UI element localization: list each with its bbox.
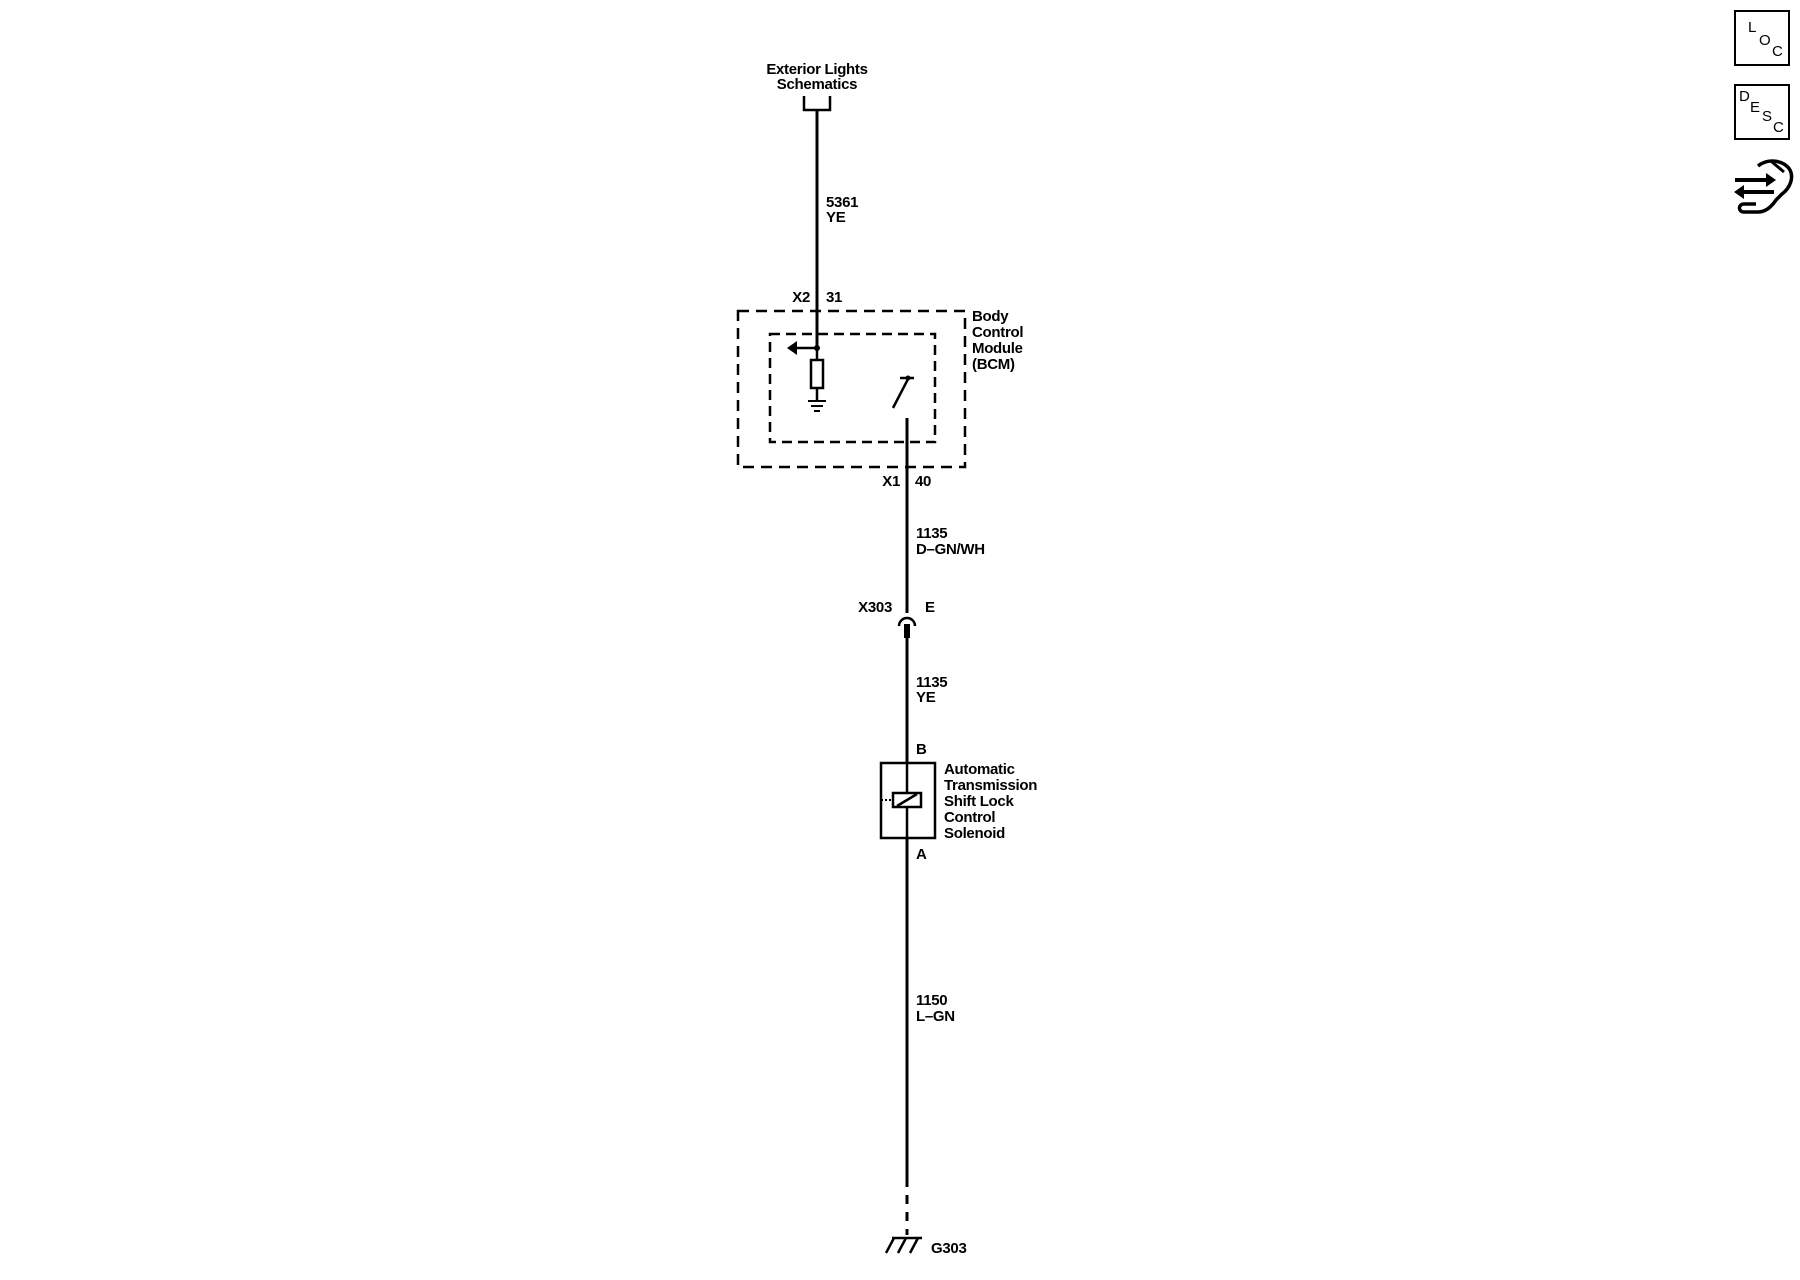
desc-letter-c: C [1773,119,1784,136]
top-reference-line-1: Exterior Lights [766,61,867,78]
signal-arrow-icon [787,341,797,355]
wire-1135-upper-color: D–GN/WH [916,541,985,558]
solenoid-label-line-2: Transmission [944,777,1037,794]
desc-letter-d: D [1739,88,1750,105]
solenoid-label[interactable]: Automatic Transmission Shift Lock Contro… [944,761,1038,842]
loc-button[interactable]: L O C [1734,10,1790,66]
solenoid-pin-b: B [916,741,927,758]
desc-button[interactable]: D E S C [1734,84,1790,140]
bcm-label-line-3: Module [972,340,1023,357]
top-reference-line-2: Schematics [777,76,857,93]
wire-1135-upper-circuit: 1135 [916,525,947,542]
bcm-outline[interactable] [736,309,967,469]
bcm-inner-outline [768,332,937,444]
inline-connector-pin: E [925,599,935,616]
switch-contact-dot [905,375,911,381]
solenoid-pin-a: A [916,846,927,863]
wire-1135-lower-circuit: 1135 [916,674,947,691]
bcm-connector-x2: X2 [792,289,810,306]
bcm-pin-40: 40 [915,473,931,490]
loc-letter-c: C [1772,43,1783,60]
bcm-label-line-2: Control [972,324,1023,341]
solenoid-label-line-3: Shift Lock [944,793,1014,810]
wire-5361-circuit: 5361 [826,194,858,211]
wire-1150-circuit: 1150 [916,992,947,1009]
loc-letter-o: O [1759,32,1771,49]
loc-letter-l: L [1748,19,1757,36]
inline-connector-name: X303 [858,599,892,616]
desc-letter-e: E [1750,99,1761,116]
solenoid-coil-slash [896,792,918,808]
wire-1135-lower-color: YE [916,689,936,706]
bcm-label-line-4: (BCM) [972,356,1015,373]
top-reference-label[interactable]: Exterior Lights Schematics [766,61,868,93]
switch-blade [891,378,910,409]
solenoid-label-line-4: Control [944,809,995,826]
inline-connector-female-icon[interactable] [897,616,917,627]
bcm-label[interactable]: Body Control Module (BCM) [972,308,1024,373]
ground-g303-icon[interactable] [884,1236,922,1254]
internal-ground-icon [808,400,826,412]
ground-g303-label: G303 [931,1240,967,1257]
solenoid-label-line-5: Solenoid [944,825,1005,842]
reference-bracket [802,96,832,112]
resistor-icon [809,358,825,390]
solenoid-label-line-1: Automatic [944,761,1015,778]
arrows-hand-icon[interactable] [1732,154,1794,222]
inline-connector-male-icon [904,624,910,638]
bcm-label-line-1: Body [972,308,1009,325]
bcm-connector-x1: X1 [882,473,900,490]
wire-5361-color: YE [826,209,846,226]
bcm-pin-31: 31 [826,289,842,306]
wire-1150-color: L–GN [916,1008,955,1025]
desc-letter-s: S [1762,108,1773,125]
